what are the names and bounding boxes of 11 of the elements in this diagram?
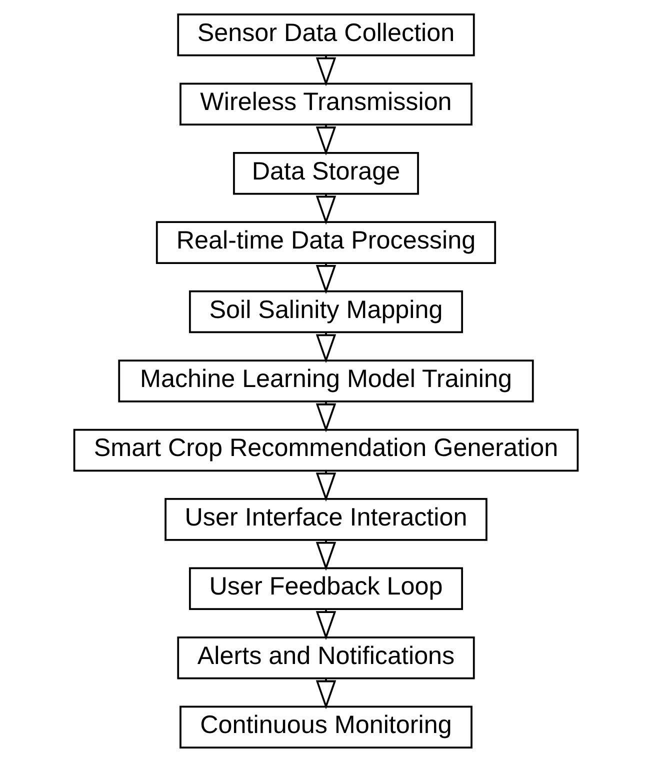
node-box: Continuous Monitoring bbox=[180, 706, 472, 748]
node-box: User Feedback Loop bbox=[188, 567, 464, 610]
node-box: Data Storage bbox=[233, 152, 419, 195]
node-box: Alerts and Notifications bbox=[177, 636, 475, 680]
node-box: Soil Salinity Mapping bbox=[188, 290, 464, 334]
node-box: Sensor Data Collection bbox=[177, 14, 475, 56]
node-box: User Interface Interaction bbox=[164, 498, 488, 541]
node-box: Wireless Transmission bbox=[180, 82, 472, 126]
node-box: Machine Learning Model Training bbox=[118, 360, 534, 402]
node-box: Real-time Data Processing bbox=[156, 221, 496, 264]
node-box: Smart Crop Recommendation Generation bbox=[73, 428, 579, 472]
